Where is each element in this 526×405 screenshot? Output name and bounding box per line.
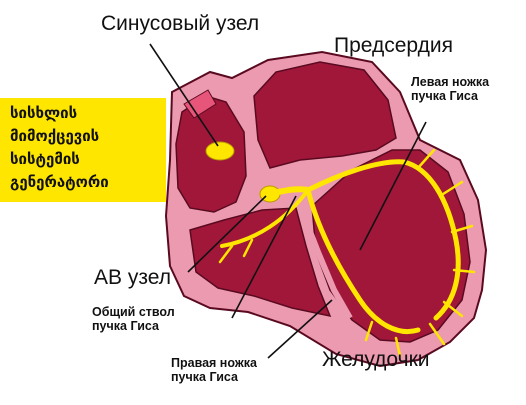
callout-text: სისხლის მიმოქცევის სისტემის გენერატორი xyxy=(10,102,160,194)
label-right-bundle: Правая ножка пучка Гиса xyxy=(171,356,257,385)
sinus-node xyxy=(206,142,234,160)
callout-line: გენერატორი xyxy=(10,171,160,194)
callout-line: სისტემის xyxy=(10,148,160,171)
label-left-bundle-line1: Левая ножка xyxy=(411,75,489,89)
label-left-bundle-line2: пучка Гиса xyxy=(411,89,489,103)
callout-line: სისხლის xyxy=(10,102,160,125)
label-ventricles: Желудочки xyxy=(322,348,430,372)
label-common-trunk-line1: Общий ствол xyxy=(92,305,175,319)
label-av-node: АВ узел xyxy=(94,266,171,290)
callout-line: მიმოქცევის xyxy=(10,125,160,148)
label-left-bundle: Левая ножка пучка Гиса xyxy=(411,75,489,104)
label-common-trunk: Общий ствол пучка Гиса xyxy=(92,305,175,334)
label-sinus-node: Синусовый узел xyxy=(101,12,259,36)
label-common-trunk-line2: пучка Гиса xyxy=(92,319,175,333)
label-atria: Предсердия xyxy=(334,34,453,58)
georgian-callout: სისხლის მიმოქცევის სისტემის გენერატორი xyxy=(0,98,166,202)
label-right-bundle-line2: пучка Гиса xyxy=(171,370,257,384)
label-right-bundle-line1: Правая ножка xyxy=(171,356,257,370)
